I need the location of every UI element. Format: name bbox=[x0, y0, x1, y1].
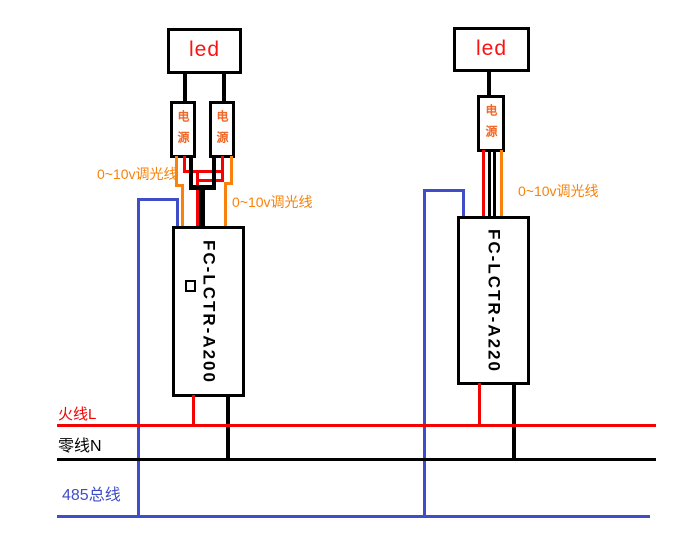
led-leg-left-2 bbox=[222, 74, 226, 103]
bus485-line bbox=[57, 515, 650, 518]
bus485-wire-left-drop bbox=[176, 198, 179, 226]
neutral-wire-right-v1 bbox=[488, 150, 491, 217]
dim-wire-left-outer-jog bbox=[175, 184, 184, 187]
psu-label-left-2: 电源 bbox=[215, 110, 229, 152]
neutral-wire-left-psu2-v bbox=[212, 156, 216, 189]
controller-label-left: FC-LCTR-A200 bbox=[199, 239, 219, 384]
bus485-wire-right-horiz bbox=[423, 189, 465, 192]
psu-label-right: 电源 bbox=[484, 104, 498, 146]
neutral-drop-right-to-bus bbox=[512, 383, 516, 460]
dim-wire-left-inner-v2 bbox=[224, 182, 227, 226]
dim-wire-left-outer-v1 bbox=[175, 156, 178, 187]
neutral-wire-left-psu1-v bbox=[189, 156, 193, 189]
psu-box-left-1: 电源 bbox=[170, 101, 196, 158]
controller-box-left: FC-LCTR-A200 bbox=[172, 226, 245, 397]
dim-label-left-2: 0~10v调光线 bbox=[232, 194, 313, 210]
bus485-wire-left-horiz bbox=[137, 198, 179, 201]
psu-label-left-1: 电源 bbox=[176, 110, 190, 152]
led-box-right: led bbox=[453, 27, 530, 72]
neutral-bus-line bbox=[57, 458, 656, 461]
dim-wire-left-inner-v1 bbox=[230, 156, 233, 185]
neutral-drop-left-to-bus bbox=[226, 395, 230, 460]
live-wire-left-psu1-v bbox=[183, 156, 186, 173]
neutral-wire-left-drop bbox=[199, 189, 205, 226]
led-leg-left-1 bbox=[183, 74, 187, 103]
dim-label-left-1: 0~10v调光线 bbox=[97, 166, 178, 182]
controller-label-right: FC-LCTR-A220 bbox=[484, 228, 504, 373]
dim-wire-right-v bbox=[500, 150, 503, 217]
psu-box-left-2: 电源 bbox=[209, 101, 235, 158]
neutral-wire-right-v2 bbox=[493, 150, 496, 217]
live-drop-right-to-bus bbox=[478, 383, 481, 426]
led-leg-right bbox=[487, 71, 491, 96]
dim-wire-left-outer-v2 bbox=[181, 184, 184, 226]
led-label-right: led bbox=[475, 36, 508, 60]
bus485-wire-right-drop bbox=[462, 189, 465, 217]
bus485-wire-right-riser bbox=[423, 189, 426, 518]
bus485-wire-left-riser bbox=[137, 198, 140, 518]
live-bus-label: 火线L bbox=[58, 406, 97, 423]
controller-box-right: FC-LCTR-A220 bbox=[457, 216, 530, 385]
dim-wire-left-inner-jog bbox=[224, 182, 233, 185]
live-bus-line bbox=[57, 424, 656, 427]
led-label-left: led bbox=[188, 38, 221, 62]
psu-box-right: 电源 bbox=[477, 95, 505, 152]
neutral-wire-left-bar bbox=[189, 185, 216, 190]
dim-label-right: 0~10v调光线 bbox=[518, 183, 599, 199]
live-wire-left-psu2-v bbox=[221, 156, 224, 182]
live-wire-left-bridge-lower bbox=[196, 179, 224, 182]
live-wire-right-v bbox=[482, 150, 485, 217]
led-box-left: led bbox=[167, 28, 242, 74]
live-wire-left-drop bbox=[196, 170, 199, 226]
bus485-label: 485总线 bbox=[62, 487, 121, 504]
controller-left-indicator-square bbox=[185, 280, 196, 292]
live-drop-left-to-bus bbox=[192, 395, 195, 426]
live-wire-left-bridge-upper bbox=[183, 170, 224, 173]
neutral-bus-label: 零线N bbox=[58, 438, 102, 455]
